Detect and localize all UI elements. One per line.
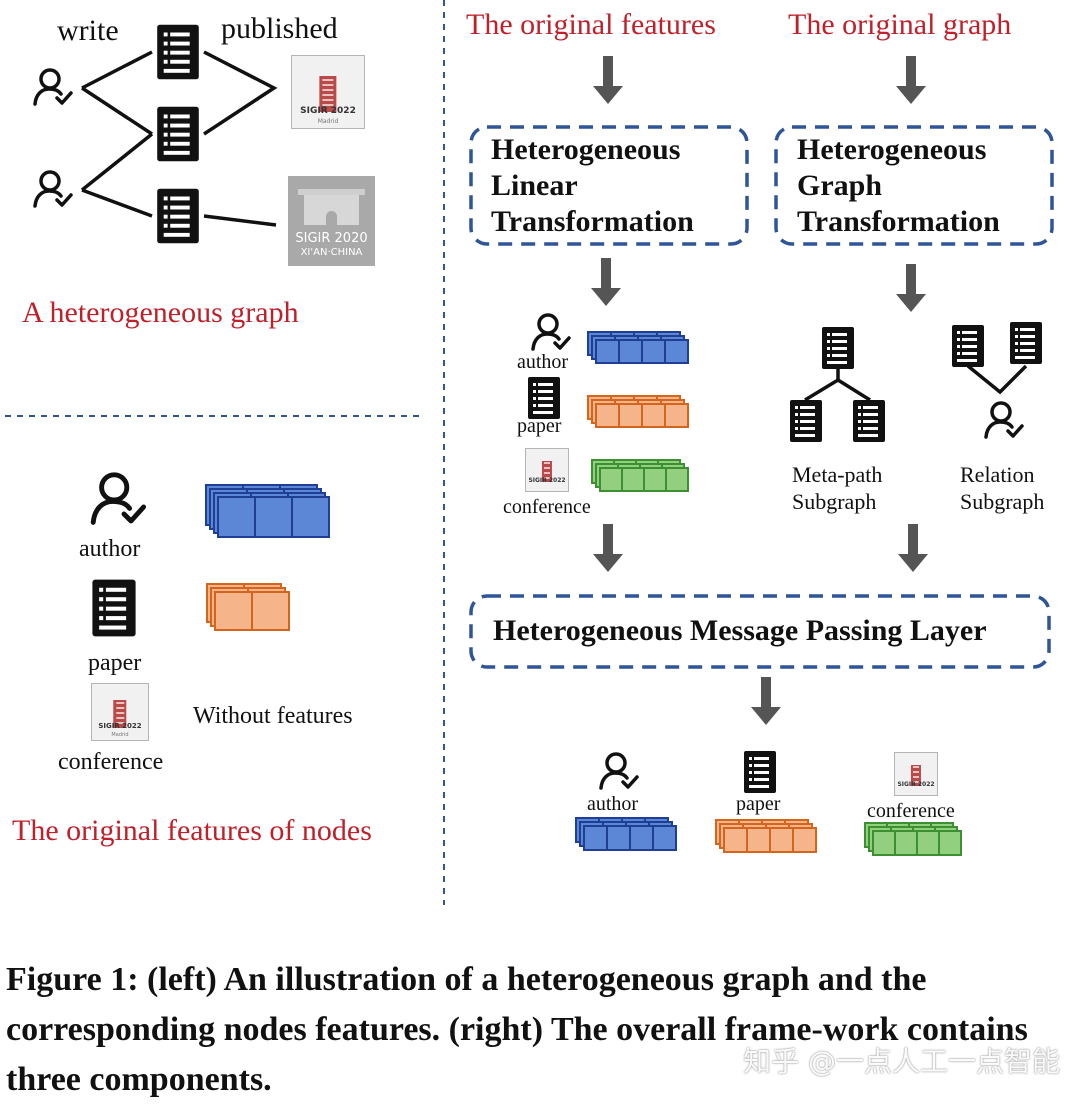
sigir-2022-logo: SIGIR 2022 Madrid xyxy=(291,55,365,129)
author-icon xyxy=(984,401,1024,439)
paper-icon xyxy=(92,579,136,637)
paper-icon xyxy=(157,106,199,162)
paper-icon xyxy=(952,325,984,367)
conference-label: conference xyxy=(503,496,591,518)
down-arrow xyxy=(896,264,926,312)
heterogeneous-graph xyxy=(33,24,278,244)
conference-output-label: conference xyxy=(867,800,955,822)
down-arrow xyxy=(593,56,623,104)
author-label: author xyxy=(517,351,569,373)
down-arrow xyxy=(751,677,781,725)
down-arrow xyxy=(898,524,928,572)
graph-transformation-box xyxy=(774,125,1054,246)
author-icon xyxy=(33,68,73,106)
author-icon xyxy=(33,170,73,208)
left-graph-title: A heterogeneous graph xyxy=(22,296,299,329)
paper-feature-block xyxy=(206,583,290,631)
conference-transformed-features xyxy=(591,459,689,492)
down-arrow xyxy=(896,56,926,104)
author-icon xyxy=(599,752,639,790)
paper-icon xyxy=(1010,322,1042,364)
meta-path-subgraph xyxy=(790,327,885,442)
original-graph-heading: The original graph xyxy=(788,8,1012,41)
paper-icon xyxy=(528,377,560,419)
edge-label-published: published xyxy=(221,12,338,45)
left-features-title: The original features of nodes xyxy=(12,814,372,847)
message-passing-text: Heterogeneous Message Passing Layer xyxy=(493,614,987,647)
relation-subgraph xyxy=(952,322,1042,439)
paper-icon xyxy=(822,327,854,369)
author-output-features xyxy=(575,817,677,851)
paper-transformed-features xyxy=(587,395,689,428)
author-output-label: author xyxy=(587,793,639,815)
paper-icon xyxy=(157,188,199,244)
sigir-2020-logo: SIGIR 2020 XI'AN·CHINA xyxy=(288,176,375,266)
paper-output-features xyxy=(715,819,817,853)
conference-output-features xyxy=(864,822,962,856)
edge-label-write: write xyxy=(57,14,119,47)
author-icon xyxy=(531,313,571,351)
without-features-label: Without features xyxy=(193,703,353,729)
paper-icon xyxy=(790,400,822,442)
paper-label: paper xyxy=(88,650,142,676)
down-arrow xyxy=(591,258,621,306)
paper-icon xyxy=(157,24,199,80)
paper-icon xyxy=(853,400,885,442)
conference-logo: SIGIR 2022 xyxy=(525,448,569,492)
conference-logo: SIGIR 2022 Madrid xyxy=(91,683,149,741)
message-passing-box xyxy=(469,594,1051,669)
author-feature-block xyxy=(205,484,330,538)
linear-transformation-box xyxy=(469,125,749,246)
original-features-heading: The original features xyxy=(466,8,716,41)
paper-output-label: paper xyxy=(736,793,781,815)
figure-caption: Figure 1: (left) An illustration of a he… xyxy=(6,961,1028,1098)
down-arrow xyxy=(593,524,623,572)
paper-icon xyxy=(744,751,776,793)
watermark: 知乎 @一点人工一点智能 xyxy=(743,1045,1060,1078)
conference-logo: SIGIR 2022 xyxy=(894,752,938,796)
conference-label: conference xyxy=(58,749,164,775)
paper-label: paper xyxy=(517,415,562,437)
author-label: author xyxy=(79,536,141,562)
author-transformed-features xyxy=(587,331,689,364)
author-icon xyxy=(93,475,143,523)
